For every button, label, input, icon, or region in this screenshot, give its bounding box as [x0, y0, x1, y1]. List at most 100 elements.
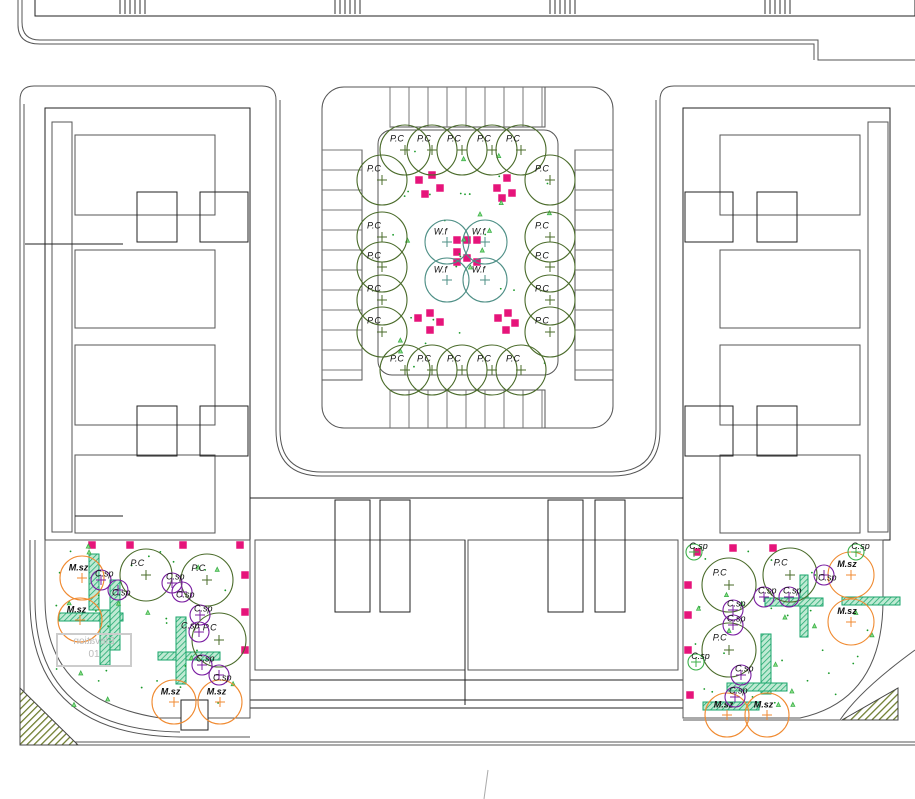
grass-dot — [107, 625, 110, 628]
grass-dot — [140, 686, 143, 689]
tree-label: P.C — [367, 163, 381, 173]
tree-wf: W.f — [462, 257, 508, 303]
bottom-buildings — [249, 497, 684, 709]
planter-box — [240, 607, 250, 617]
shrub-icon — [145, 609, 151, 615]
planter-box — [683, 610, 693, 620]
planter-box — [503, 308, 513, 318]
tree-label: P.C — [417, 353, 431, 363]
shrub-icon — [105, 696, 111, 702]
tree-label: P.C — [477, 353, 491, 363]
planter-box — [413, 313, 423, 323]
shrub-icon — [498, 199, 504, 205]
shrub-icon — [86, 549, 92, 555]
tree-pc: P.C — [524, 241, 576, 293]
planter-box — [435, 183, 445, 193]
grass-dot — [704, 558, 707, 560]
tree-label: P.C — [447, 353, 461, 363]
garden-steps — [180, 699, 209, 731]
tree-csp: C.sp — [171, 581, 195, 603]
shrub-icon — [66, 600, 72, 606]
shrub-icon — [775, 701, 782, 707]
tree-label: P.C — [203, 623, 217, 633]
tree-label: W.f — [472, 264, 487, 274]
tree-label: P.C — [477, 133, 491, 143]
shrub-icon — [496, 152, 502, 159]
shrub-icon — [78, 670, 84, 676]
planter-box — [683, 580, 693, 590]
tree-label: C.sp — [196, 654, 215, 664]
tree-label: P.C — [535, 283, 549, 293]
tree-label: C.sp — [689, 541, 708, 551]
shrub-icon — [726, 627, 732, 633]
tree-label: P.C — [417, 133, 431, 143]
tree-csp: C.sp — [189, 604, 213, 626]
grass-dot — [770, 607, 773, 610]
shrub-icon — [811, 622, 818, 629]
shrub-icon — [869, 631, 875, 638]
grass-dot — [432, 318, 435, 321]
tree-pc: P.C — [356, 154, 408, 206]
tree-label: C.sp — [727, 614, 746, 624]
tree-csp-small: C.sp — [685, 541, 708, 561]
planter-box — [507, 188, 517, 198]
tree-label: M.sz — [161, 686, 181, 696]
tree-label: W.f — [472, 226, 487, 236]
shrub-icon — [460, 155, 467, 162]
elevation-label: Elevation — [73, 636, 115, 647]
grass-dot — [413, 365, 415, 368]
tree-label: C.sp — [691, 651, 710, 661]
tree-label: M.sz — [69, 562, 89, 572]
hatched-corner-right — [840, 687, 899, 721]
shrub-icon — [853, 609, 859, 615]
tree-msz: M.sz — [197, 679, 243, 725]
grass-dot — [147, 555, 150, 558]
shrub-icon — [546, 209, 553, 216]
grass-dot — [546, 182, 549, 185]
shrub-icon — [789, 688, 795, 694]
hatched-corner-left — [19, 686, 80, 746]
tree-label: P.C — [535, 220, 549, 230]
grass-dot — [821, 649, 824, 652]
shrub-icon — [85, 543, 91, 549]
grass-dot — [464, 193, 466, 196]
tree-label: C.sp — [194, 604, 213, 614]
pergola-beam — [58, 612, 124, 622]
tree-label: M.sz — [714, 699, 734, 709]
right-building — [682, 107, 891, 541]
tree-label: C.sp — [213, 673, 232, 683]
grass-dot — [97, 679, 100, 682]
tree-msz: M.sz — [57, 597, 103, 643]
planter-box — [235, 540, 245, 550]
grass-dot — [204, 568, 207, 571]
planter-box — [493, 313, 503, 323]
tree-wf: W.f — [462, 219, 508, 265]
grass-dot — [751, 695, 754, 698]
grass-dot — [172, 560, 175, 563]
planter-box — [435, 317, 445, 327]
grass-dot — [781, 659, 783, 662]
grass-dot — [403, 195, 406, 198]
tree-pc: P.C — [524, 306, 576, 358]
tree-msz: M.sz — [744, 692, 790, 738]
planter-box — [452, 235, 462, 245]
grass-dot — [414, 150, 416, 153]
grass-dot — [410, 316, 413, 319]
tree-csp: C.sp — [181, 621, 210, 643]
grass-dot — [224, 589, 227, 592]
tree-label: P.C — [367, 283, 381, 293]
tree-label: P.C — [774, 558, 788, 568]
grass-dot — [105, 669, 108, 672]
tree-label: C.sp — [727, 599, 746, 609]
shrub-icon — [115, 600, 122, 606]
tree-csp: C.sp — [813, 564, 837, 586]
tree-pc: P.C — [524, 154, 576, 206]
grass-dot — [694, 643, 697, 645]
grass-dot — [723, 652, 725, 655]
pergola-beam — [88, 553, 100, 611]
tree-label: C.sp — [95, 569, 114, 579]
grass-dot — [458, 253, 461, 255]
tree-pc: P.C — [495, 124, 547, 176]
tree-label: M.sz — [837, 559, 857, 569]
grass-dot — [196, 649, 198, 652]
